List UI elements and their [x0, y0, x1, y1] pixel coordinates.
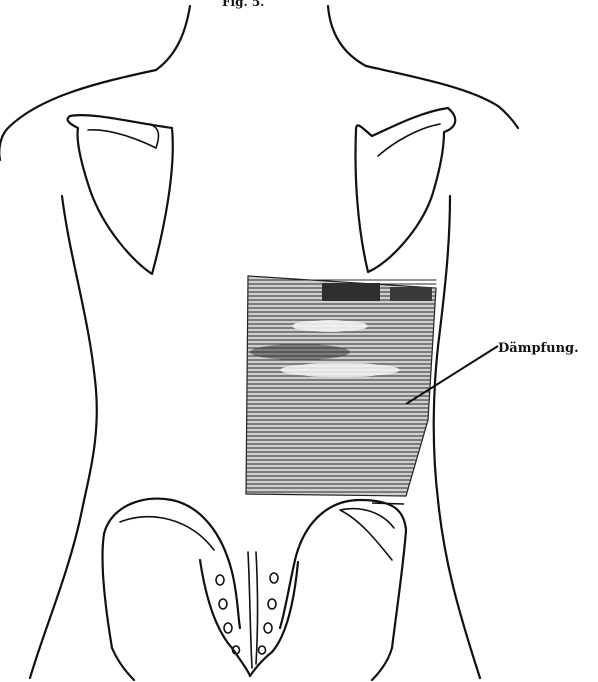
- left-pelvis-inner: [120, 517, 214, 550]
- foramen-right-1: [270, 573, 278, 583]
- neck-right-outline: [328, 6, 366, 66]
- dark-streak: [250, 344, 350, 360]
- dark-band-top: [322, 283, 380, 301]
- right-scapula: [356, 108, 456, 272]
- foramen-left-1: [216, 575, 224, 585]
- sacrum-midline: [248, 552, 252, 668]
- right-crest-line: [372, 503, 404, 504]
- sacral-foramina: [216, 573, 278, 654]
- left-scapula-spine: [88, 124, 158, 148]
- foramen-right-4: [259, 646, 266, 654]
- foramen-right-2: [268, 599, 276, 609]
- body-left-outline: [30, 196, 97, 678]
- right-hip-lower: [372, 648, 392, 680]
- annotation-label: Dämpfung.: [498, 341, 579, 356]
- light-streak-2: [280, 363, 400, 377]
- left-hip-lower: [112, 648, 134, 680]
- shoulder-right-outline: [366, 66, 518, 128]
- body-right-outline: [434, 196, 480, 678]
- dullness-region: [246, 276, 437, 496]
- dark-band-right: [390, 287, 432, 301]
- right-pelvic-wing: [392, 530, 406, 648]
- left-scapula: [68, 115, 173, 274]
- left-iliac-crest: [104, 499, 240, 628]
- left-pelvic-wing: [102, 534, 112, 648]
- light-streak-1: [292, 320, 368, 332]
- foramen-left-3: [224, 623, 232, 633]
- sacrum-midline-2: [256, 552, 258, 664]
- neck-left-outline: [156, 6, 190, 70]
- foramen-right-3: [264, 623, 272, 633]
- right-pelvis-inner: [340, 509, 394, 560]
- figure-label: Fig. 5.: [222, 0, 264, 9]
- foramen-left-2: [219, 599, 227, 609]
